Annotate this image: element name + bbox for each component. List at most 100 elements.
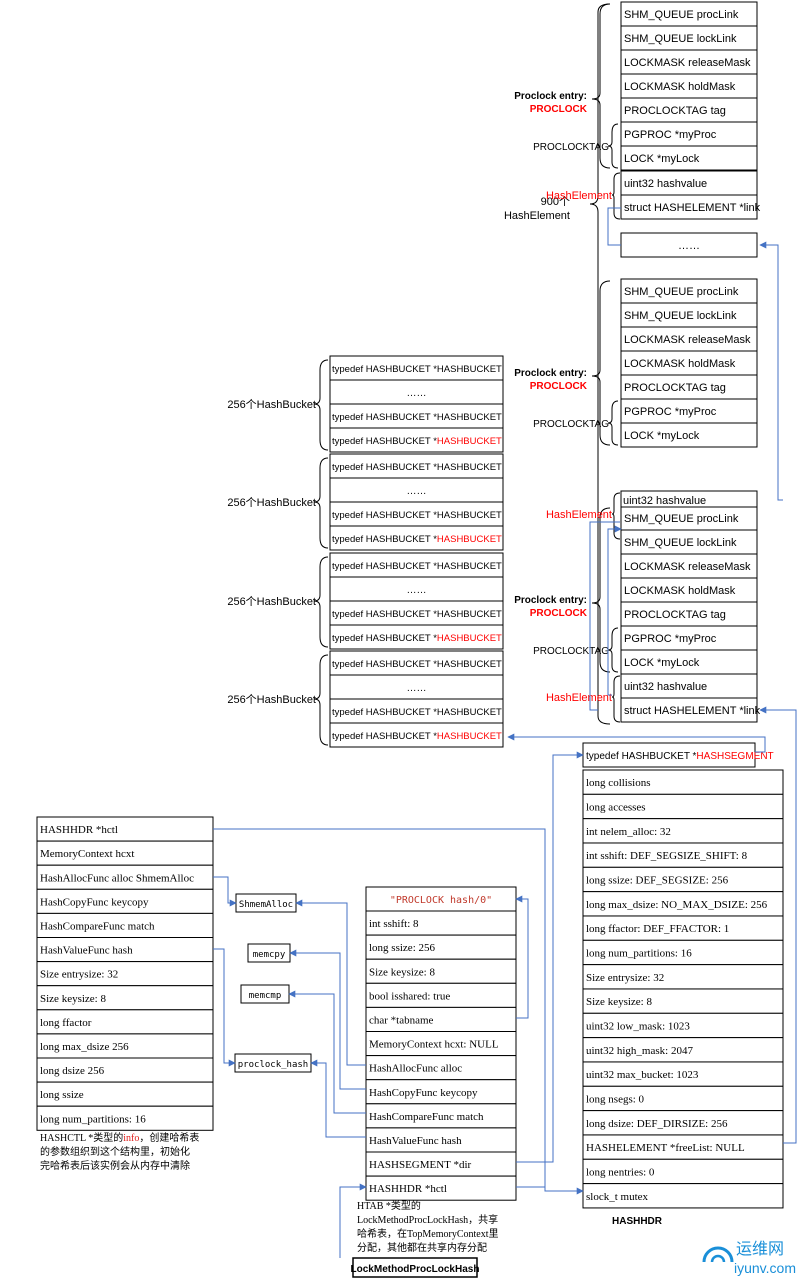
bucket-row-prefix: typedef HASHBUCKET * [332, 609, 437, 620]
bucket-row-type: HASHBUCKET [437, 707, 502, 718]
hash-element-field-1: uint32 hashvalue [624, 178, 707, 190]
hashhdr-field-3: int nelem_alloc: 32 [586, 826, 671, 838]
proclocktag-brace [607, 627, 619, 673]
hashctl-field-2-cell [36, 840, 214, 866]
proclock-field-6: PGPROC *myProc [624, 633, 717, 645]
htab-field-4-cell [365, 982, 517, 1008]
proclock-field-3: LOCKMASK releaseMask [624, 57, 751, 69]
htab-caption: HTAB *类型的 LockMethodProcLockHash，共享 哈希表，… [357, 1199, 499, 1254]
hash-element-brace [611, 675, 621, 723]
proclock-field-5-cell [620, 374, 758, 400]
hashctl-field-13-cell [36, 1105, 214, 1131]
proclock-field-6: PGPROC *myProc [624, 406, 717, 418]
bucket-brace [313, 457, 329, 549]
proclock-field-6-cell [620, 121, 758, 147]
bucket-row-type: HASHBUCKET [437, 436, 502, 447]
hashhdr-field-18: slock_t mutex [586, 1191, 649, 1203]
bucket-row-prefix: typedef HASHBUCKET * [332, 510, 437, 521]
bucket-group-3: typedef HASHBUCKET *HASHBUCKET……typedef … [227, 552, 504, 650]
hashctl-field-3: HashAllocFunc alloc ShmemAlloc [40, 872, 194, 884]
hashctl-field-10: long max_dsize 256 [40, 1041, 129, 1053]
hashctl-caption-line3: 完哈希表后该实例会从内存中清除 [40, 1159, 190, 1172]
bucket-group-4: typedef HASHBUCKET *HASHBUCKET……typedef … [227, 650, 504, 748]
proclock-field-7-cell [620, 145, 758, 171]
watermark-cn: 运维网 [736, 1240, 784, 1258]
hash-element-brace [611, 172, 621, 220]
htab-field-12: HASHHDR *hctl [369, 1183, 447, 1195]
bucket-row-type: HASHBUCKET [437, 731, 502, 742]
bucket-row: typedef HASHBUCKET *HASHBUCKET [332, 561, 502, 572]
hashctl-field-10-cell [36, 1033, 214, 1059]
proclock-field-6-cell [620, 625, 758, 651]
hashhdr-field-7: long ffactor: DEF_FFACTOR: 1 [586, 923, 729, 935]
htab-field-7: HashAllocFunc alloc [369, 1063, 462, 1075]
hashhdr-field-7-cell [582, 915, 784, 941]
hash-element-count-line1: 900个 [541, 195, 570, 208]
hash-element-label: HashElement [546, 692, 612, 704]
proclock-field-1: SHM_QUEUE procLink [624, 513, 739, 525]
hashctl-field-2: MemoryContext hcxt [40, 848, 134, 860]
function-proclock-hash-label: proclock_hash [238, 1060, 308, 1070]
proclock-entry-label: Proclock entry: [514, 368, 587, 379]
proclock-field-7-cell [620, 422, 758, 448]
bucket-row-type: HASHBUCKET [437, 510, 502, 521]
htab-field-1: int sshift: 8 [369, 918, 419, 930]
hashctl-caption-info: info [123, 1133, 139, 1144]
proclock-field-4: LOCKMASK holdMask [624, 358, 736, 370]
hashctl-field-12-cell [36, 1081, 214, 1107]
bucket-row-cell [329, 427, 504, 453]
proclock-field-4: LOCKMASK holdMask [624, 585, 736, 597]
hashhdr-field-11: uint32 low_mask: 1023 [586, 1020, 690, 1032]
bucket-row-cell [329, 698, 504, 724]
bucket-row-cell [329, 453, 504, 479]
hashhdr-field-6: long max_dsize: NO_MAX_DSIZE: 256 [586, 899, 768, 911]
hashhdr-field-9: Size entrysize: 32 [586, 972, 664, 984]
proclock-field-1-cell [620, 278, 758, 304]
bucket-brace [313, 556, 329, 648]
proclock-type-label: PROCLOCK [530, 381, 588, 392]
proclock-entry-label: Proclock entry: [514, 595, 587, 606]
proclock-field-7: LOCK *myLock [624, 657, 700, 669]
bucket-row-cell [329, 403, 504, 429]
proclock-field-7-cell [620, 649, 758, 675]
hashctl-field-6-cell [36, 937, 214, 963]
bucket-brace [313, 654, 329, 746]
bucket-row-prefix: typedef HASHBUCKET * [332, 561, 437, 572]
hashctl-field-8: Size keysize: 8 [40, 993, 106, 1005]
hashhdr-field-14-cell [582, 1085, 784, 1112]
proclock-field-5-cell [620, 601, 758, 627]
hashhdr-field-8-cell [582, 939, 784, 966]
hashctl-caption-line2: 的参数组织到这个结构里，初始化 [40, 1145, 190, 1158]
bucket-group-label: 256个HashBucket [227, 496, 316, 509]
proclock-field-2: SHM_QUEUE lockLink [624, 33, 737, 45]
bucket-row-cell [329, 355, 504, 381]
hashctl-field-1: HASHHDR *hctl [40, 824, 118, 836]
bucket-row-cell [329, 379, 504, 405]
bucket-row-cell [329, 674, 504, 700]
bucket-row-prefix: typedef HASHBUCKET * [332, 633, 437, 644]
hashctl-field-5: HashCompareFunc match [40, 920, 155, 932]
htab-field-8-cell [365, 1079, 517, 1105]
bucket-group-label: 256个HashBucket [227, 693, 316, 706]
proclock-field-7: LOCK *myLock [624, 430, 700, 442]
bucket-row: typedef HASHBUCKET *HASHBUCKET [332, 462, 502, 473]
bucket-row: typedef HASHBUCKET *HASHBUCKET [332, 534, 502, 545]
hashhdr-field-5-cell [582, 866, 784, 893]
bucket-row-type: HASHBUCKET [437, 462, 502, 473]
hashhdr-field-3-cell [582, 818, 784, 844]
hash-element-2-partial [620, 490, 758, 508]
hash-element-field-2-cell [620, 697, 758, 723]
bucket-row-prefix: typedef HASHBUCKET * [332, 731, 437, 742]
function-memcmp: memcmp [240, 984, 290, 1004]
hash-element-count-line2: HashElement [504, 210, 570, 222]
hashctl-field-11: long dsize 256 [40, 1065, 105, 1077]
bucket-row-type: HASHBUCKET [437, 659, 502, 670]
hash-element-field-2: struct HASHELEMENT *link [624, 202, 761, 214]
hashhdr-field-1: long collisions [586, 777, 650, 789]
bucket-row-cell [329, 624, 504, 650]
hashhdr-field-15: long dsize: DEF_DIRSIZE: 256 [586, 1118, 728, 1130]
hashctl-field-3-cell [36, 864, 214, 890]
bucket-row-type: HASHBUCKET [437, 561, 502, 572]
